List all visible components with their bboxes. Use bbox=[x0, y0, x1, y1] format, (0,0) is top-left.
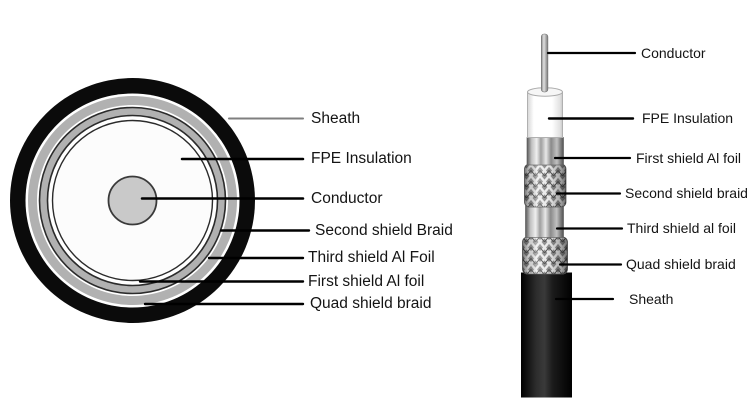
label-cross-fpe: FPE Insulation bbox=[311, 150, 412, 167]
side-view-figure bbox=[521, 33, 637, 398]
side-fpe-cylinder bbox=[527, 87, 563, 138]
side-second-braid-band bbox=[524, 163, 567, 208]
label-side-second-braid: Second shield braid bbox=[625, 185, 748, 201]
side-third-foil-band bbox=[525, 205, 564, 238]
cross-section-figure bbox=[10, 78, 311, 323]
label-side-first-foil: First shield Al foil bbox=[636, 149, 742, 166]
side-sheath-body bbox=[521, 272, 572, 398]
label-cross-third-foil: Third shield Al Foil bbox=[308, 249, 435, 266]
side-conductor-pin bbox=[540, 33, 549, 93]
label-cross-first-foil: First shield Al foil bbox=[308, 272, 425, 290]
side-first-foil-band bbox=[526, 137, 564, 166]
label-cross-sheath: Sheath bbox=[311, 109, 361, 127]
cross-conductor-circle bbox=[107, 175, 158, 226]
label-side-fpe: FPE Insulation bbox=[642, 110, 734, 126]
side-quad-braid-band bbox=[522, 236, 568, 275]
label-cross-second-braid: Second shield Braid bbox=[315, 221, 453, 239]
label-cross-conductor: Conductor bbox=[311, 189, 383, 207]
label-side-quad-braid: Quad shield braid bbox=[626, 256, 736, 272]
label-side-third-foil: Third shield al foil bbox=[627, 220, 736, 236]
label-cross-quad-braid: Quad shield braid bbox=[310, 295, 432, 312]
label-side-conductor: Conductor bbox=[641, 44, 706, 61]
label-side-sheath: Sheath bbox=[629, 290, 674, 307]
